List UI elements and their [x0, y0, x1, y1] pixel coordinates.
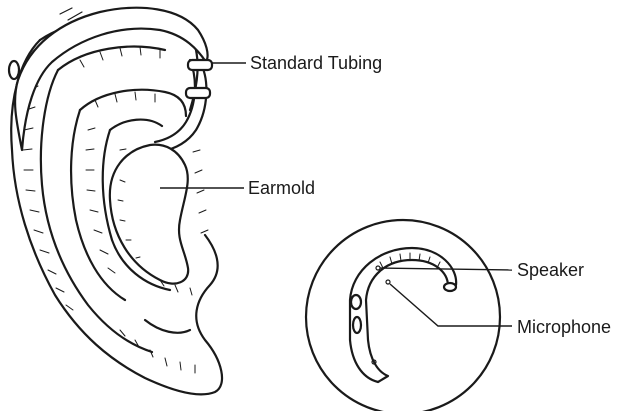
inset-button-oval	[349, 293, 363, 311]
inset-switch-oval	[351, 315, 363, 335]
leader-line-microphone	[389, 283, 512, 327]
tubing-ring	[184, 86, 212, 100]
hearing-aid-button	[7, 59, 21, 81]
leader-line-speaker	[379, 267, 513, 271]
label-earmold: Earmold	[248, 178, 315, 198]
microphone-dot	[385, 279, 391, 285]
earmold	[108, 143, 190, 285]
label-speaker: Speaker	[517, 260, 584, 280]
inset-circle	[304, 218, 502, 411]
hearing-aid-body	[13, 6, 209, 152]
label-microphone: Microphone	[517, 317, 611, 337]
tubing-ring	[186, 58, 214, 72]
ear-shading	[22, 46, 209, 374]
ear-illustration	[7, 6, 224, 396]
inset-battery-dot	[371, 359, 377, 365]
inset-hearing-aid	[348, 246, 458, 384]
inset-hook-tip	[442, 281, 458, 293]
label-standard-tubing: Standard Tubing	[250, 53, 382, 73]
leader-lines	[160, 62, 513, 327]
